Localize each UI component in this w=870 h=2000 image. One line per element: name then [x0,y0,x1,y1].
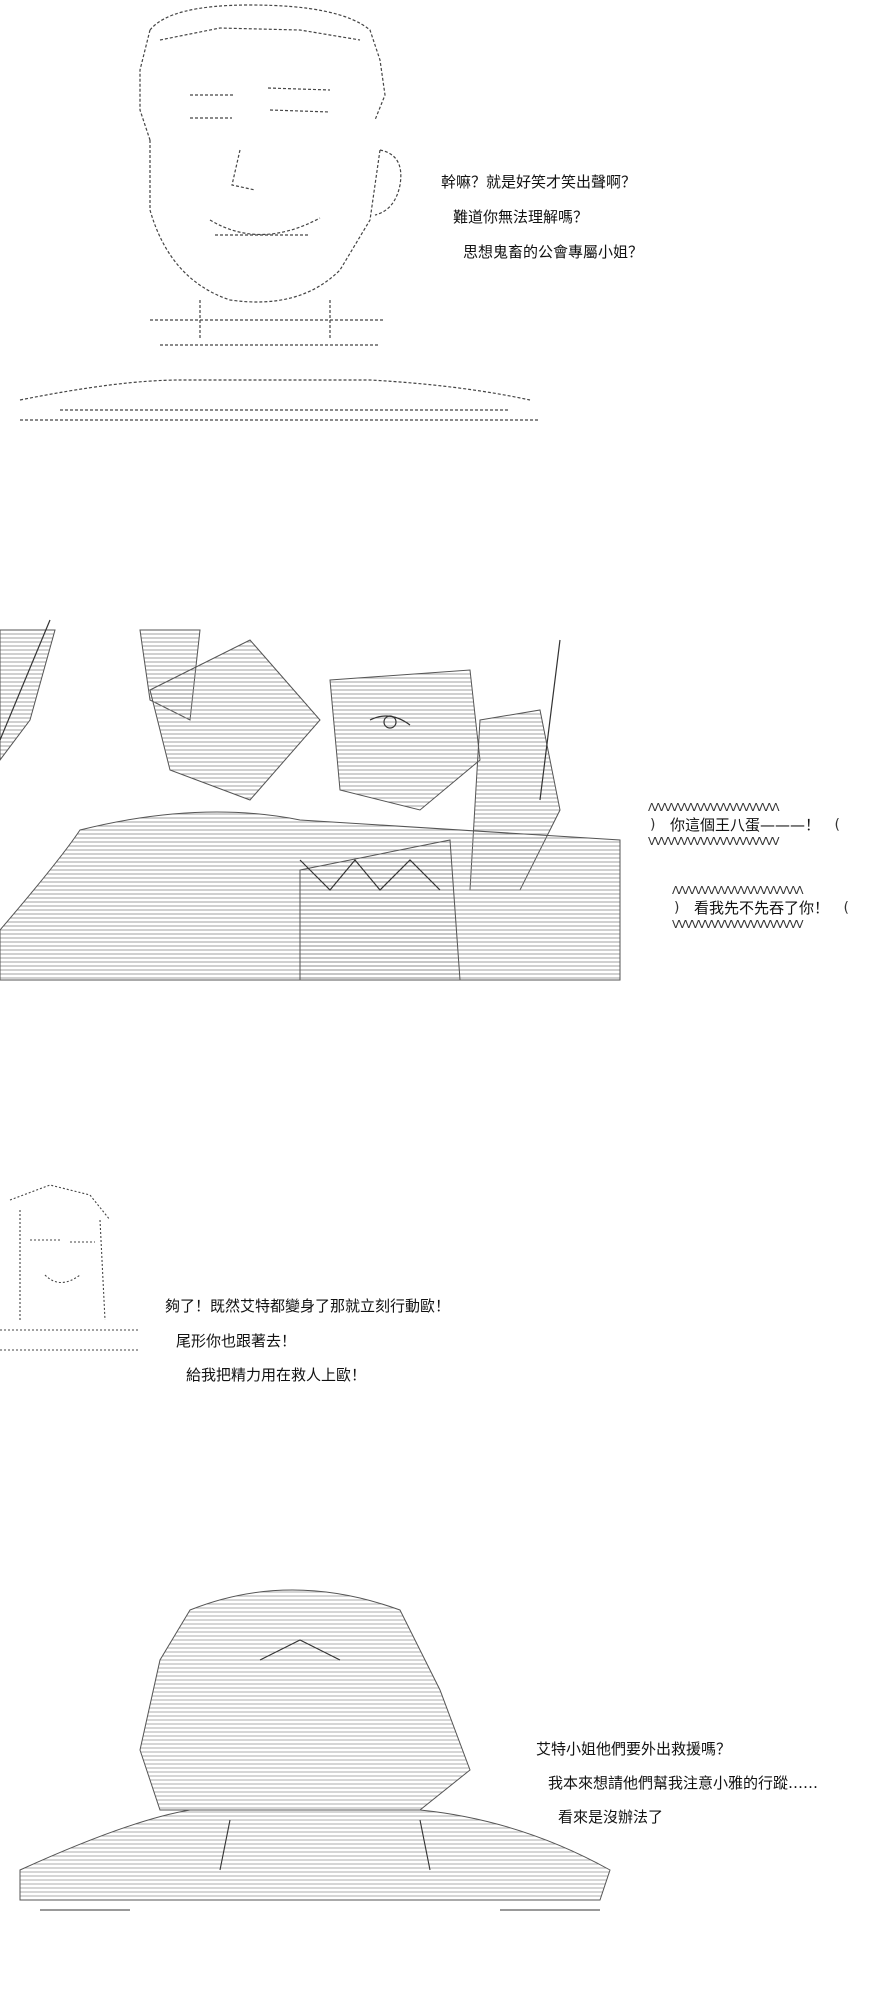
monster-illustration [0,619,621,981]
shout-bubble-1: ΛΛΛΛΛΛΛΛΛΛΛΛΛΛΛΛΛΛΛΛ ) 你這個王八蛋———！ ( VVVV… [648,803,842,847]
man-portrait-illustration [19,4,540,421]
bubble-edge-right: ( [834,817,841,833]
bubble-spikes-bottom: VVVVVVVVVVVVVVVVVVVV [672,920,804,930]
small-character-illustration [0,1184,140,1351]
bubble-spikes-top: ΛΛΛΛΛΛΛΛΛΛΛΛΛΛΛΛΛΛΛΛ [672,886,804,896]
dialogue-line-1: 幹嘛？就是好笑才笑出聲啊？ [441,173,637,191]
bubble-edge-right: ( [843,900,850,916]
ascii-art-monster [0,600,640,990]
bubble-edge-left: ) [674,900,680,916]
panel-1: 幹嘛？就是好笑才笑出聲啊？ 難道你無法理解嗎？ 思想鬼畜的公會專屬小姐？ [0,0,870,430]
dialogue-line-2: 尾形你也跟著去！ [176,1332,297,1350]
dialogue-line-2: 難道你無法理解嗎？ [453,208,589,226]
dialogue-line-1: 夠了！既然艾特都變身了那就立刻行動歐！ [165,1297,451,1315]
dialogue-line-1: 艾特小姐他們要外出救援嗎？ [536,1740,732,1758]
crouching-figure-illustration [19,1589,611,1911]
dialogue-line-3: 給我把精力用在救人上歐！ [186,1366,367,1384]
panel-3: 夠了！既然艾特都變身了那就立刻行動歐！ 尾形你也跟著去！ 給我把精力用在救人上歐… [0,1180,870,1400]
panel-2: ΛΛΛΛΛΛΛΛΛΛΛΛΛΛΛΛΛΛΛΛ ) 你這個王八蛋———！ ( VVVV… [0,600,870,1000]
dialogue-line-2: 我本來想請他們幫我注意小雅的行蹤…… [548,1774,819,1792]
dialogue-line-3: 看來是沒辦法了 [558,1808,664,1826]
shout-bubble-2: ΛΛΛΛΛΛΛΛΛΛΛΛΛΛΛΛΛΛΛΛ ) 看我先不先吞了你！ ( VVVVV… [672,886,851,930]
dialogue-line-3: 思想鬼畜的公會專屬小姐？ [463,243,644,261]
shout-text-2: 看我先不先吞了你！ [694,899,830,917]
bubble-edge-left: ) [650,817,656,833]
panel-4: 艾特小姐他們要外出救援嗎？ 我本來想請他們幫我注意小雅的行蹤…… 看來是沒辦法了 [0,1570,870,2000]
ascii-art-man-portrait [0,0,540,430]
bubble-spikes-bottom: VVVVVVVVVVVVVVVVVVVV [648,837,780,847]
ascii-art-small-character [0,1180,150,1380]
shout-text-1: 你這個王八蛋———！ [670,816,821,834]
bubble-spikes-top: ΛΛΛΛΛΛΛΛΛΛΛΛΛΛΛΛΛΛΛΛ [648,803,780,813]
ascii-art-crouching-figure [0,1570,620,1930]
